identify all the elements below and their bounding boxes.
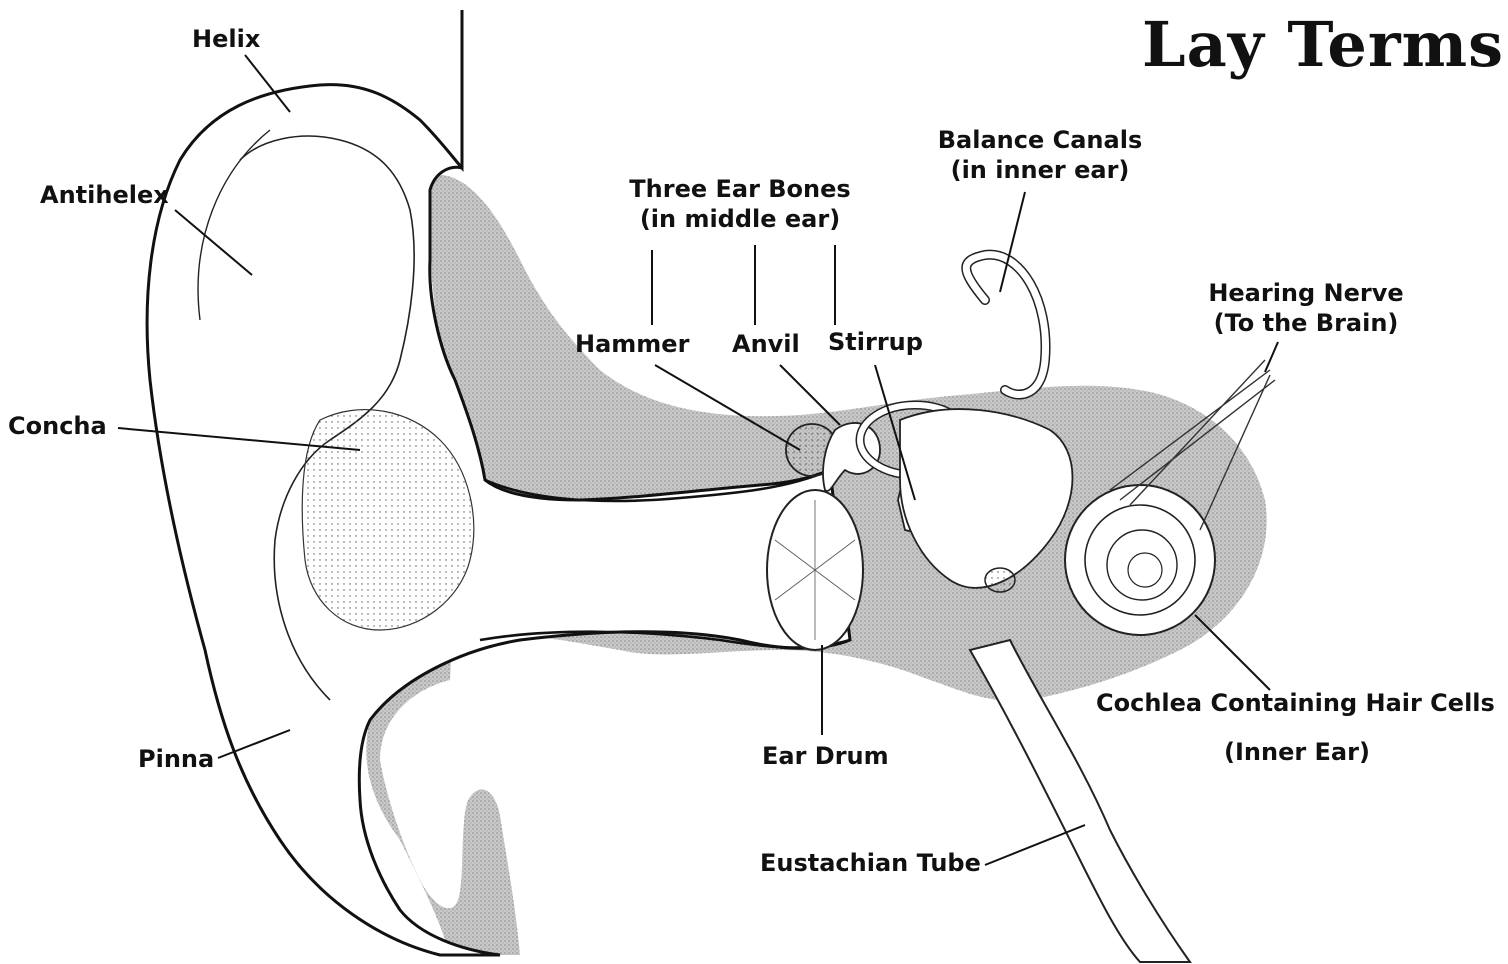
label-antihelex: Antihelex bbox=[40, 180, 169, 210]
eustachian-leader bbox=[985, 825, 1085, 865]
label-eustachian-tube: Eustachian Tube bbox=[760, 848, 981, 878]
hearing-nerve-leader bbox=[1265, 342, 1278, 372]
hearing-nerve-line2: (To the Brain) bbox=[1196, 308, 1416, 338]
label-ear-drum: Ear Drum bbox=[762, 741, 889, 771]
label-pinna: Pinna bbox=[138, 744, 214, 774]
label-hammer: Hammer bbox=[575, 329, 689, 359]
label-anvil: Anvil bbox=[732, 329, 800, 359]
label-three-ear-bones: Three Ear Bones (in middle ear) bbox=[612, 174, 868, 234]
three-ear-bones-line2: (in middle ear) bbox=[612, 204, 868, 234]
label-cochlea: Cochlea Containing Hair Cells bbox=[1096, 688, 1495, 718]
three-ear-bones-line1: Three Ear Bones bbox=[612, 174, 868, 204]
balance-canals-line2: (in inner ear) bbox=[920, 155, 1160, 185]
label-balance-canals: Balance Canals (in inner ear) bbox=[920, 125, 1160, 185]
label-hearing-nerve: Hearing Nerve (To the Brain) bbox=[1196, 278, 1416, 338]
label-concha: Concha bbox=[8, 411, 107, 441]
label-helix: Helix bbox=[192, 24, 260, 54]
label-stirrup: Stirrup bbox=[828, 327, 923, 357]
hearing-nerve-line1: Hearing Nerve bbox=[1196, 278, 1416, 308]
label-inner-ear: (Inner Ear) bbox=[1224, 737, 1370, 767]
page-title: Lay Terms bbox=[1142, 8, 1504, 81]
cochlea-leader bbox=[1195, 615, 1270, 690]
balance-canal-superior bbox=[966, 255, 1045, 395]
balance-canals-line1: Balance Canals bbox=[920, 125, 1160, 155]
round-window bbox=[985, 568, 1015, 592]
cochlea-spiral bbox=[1065, 485, 1215, 635]
